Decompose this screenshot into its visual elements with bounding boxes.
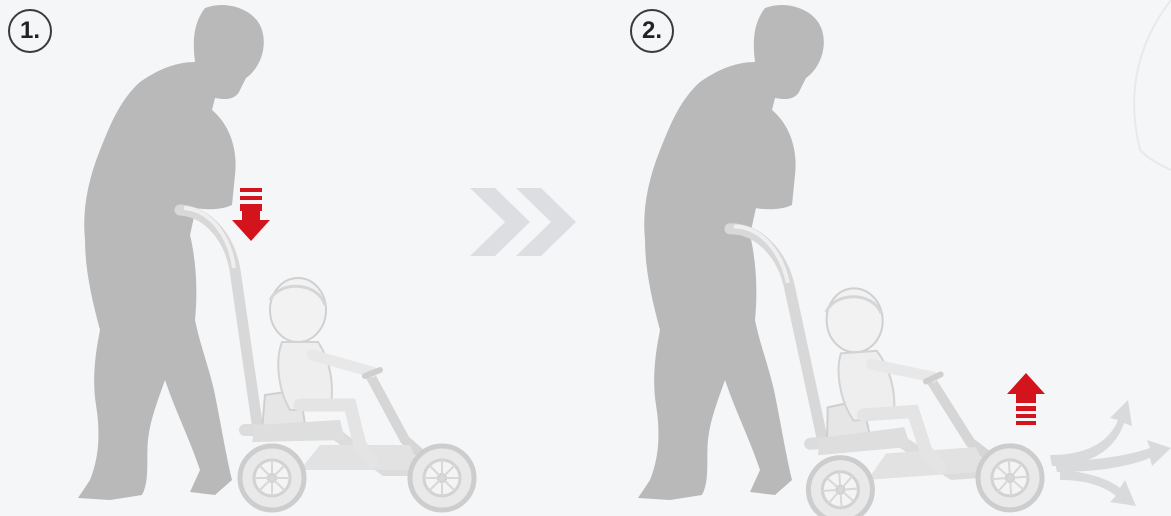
arrow-down-icon — [232, 188, 270, 241]
step-1-badge: 1. — [8, 9, 52, 53]
decorative-arc — [1134, 0, 1171, 170]
arrow-up-icon — [1007, 373, 1045, 425]
double-chevron-right-icon — [470, 188, 576, 256]
motion-arrows-icon — [1050, 400, 1171, 506]
adult-silhouette — [638, 5, 824, 500]
step-2-panel — [638, 5, 1045, 516]
step-1-panel — [78, 5, 474, 510]
step-2-badge: 2. — [630, 9, 674, 53]
